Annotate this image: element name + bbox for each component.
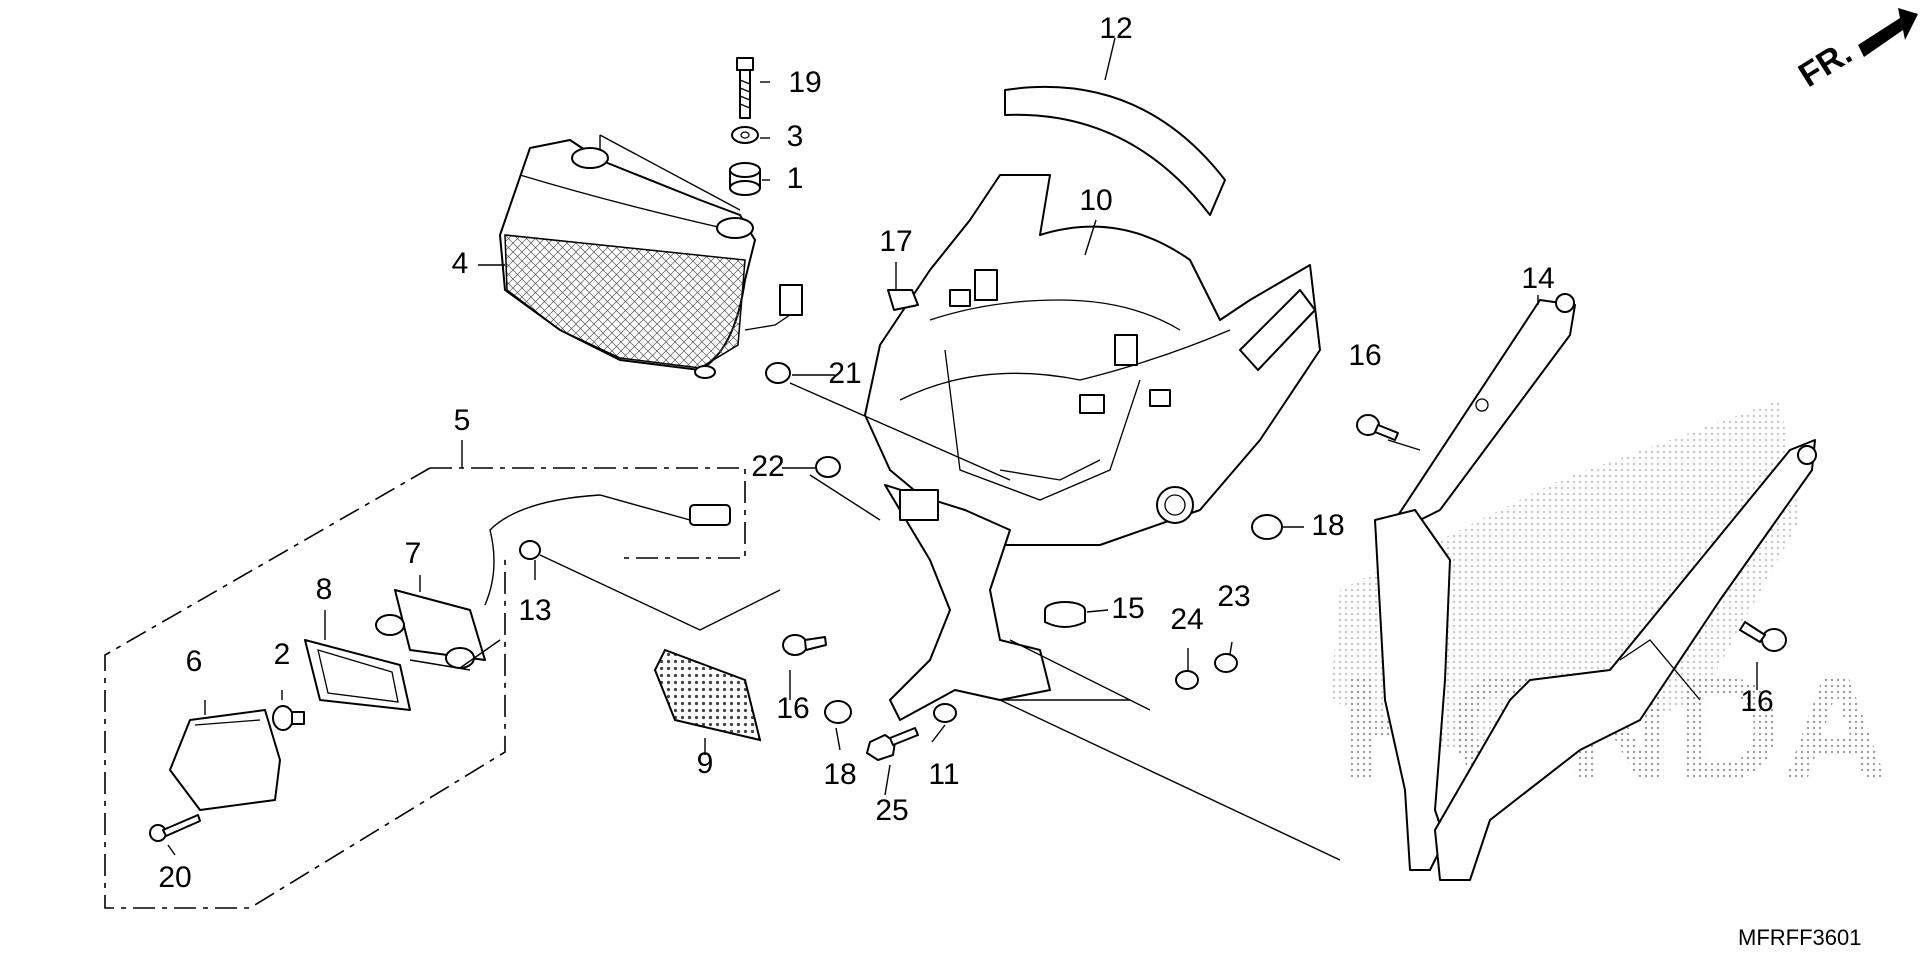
diagram-code: MFRFF3601	[1738, 925, 1861, 950]
part-18-plug-lower	[824, 700, 852, 724]
part-4-tail-light	[499, 134, 803, 379]
front-direction-indicator: FR.	[1792, 8, 1918, 95]
part-16-bolt-right	[1739, 621, 1787, 652]
callout-13: 13	[518, 594, 551, 627]
callout-6: 6	[186, 645, 203, 678]
callout-7: 7	[405, 537, 422, 570]
part-19-bolt	[736, 57, 754, 119]
callout-2: 2	[274, 638, 291, 671]
part-22-nut	[815, 456, 841, 478]
callouts: 19 3 1 4 12 10 17 21 22 18 15 23 24 14 1…	[158, 12, 1773, 894]
part-25-bolt	[866, 727, 919, 761]
callout-16a: 16	[776, 692, 809, 725]
license-light-harness	[484, 494, 731, 606]
part-1-grommet	[729, 162, 761, 196]
callout-18a: 18	[1311, 509, 1344, 542]
callout-11: 11	[928, 758, 959, 791]
part-11-washer	[933, 703, 957, 723]
part-18-plug-right	[1251, 514, 1283, 540]
callout-14: 14	[1521, 262, 1554, 295]
callout-23: 23	[1217, 580, 1250, 613]
part-8-gasket	[304, 639, 411, 711]
part-21-nut	[765, 362, 791, 384]
part-16-bolt-center	[782, 634, 827, 656]
callout-24: 24	[1170, 603, 1203, 636]
callout-3: 3	[787, 120, 804, 153]
leader-lines	[167, 37, 1758, 861]
part-2-bulb	[272, 705, 305, 731]
part-9-reflector	[653, 648, 762, 742]
callout-8: 8	[316, 573, 333, 606]
part-17-clip	[887, 289, 919, 311]
rear-panel	[1374, 439, 1817, 881]
part-20-screw	[149, 814, 201, 842]
front-direction-label: FR.	[1792, 34, 1859, 95]
callout-15: 15	[1111, 592, 1144, 625]
part-16-bolt-upper-right	[1356, 414, 1399, 441]
callout-17: 17	[879, 225, 912, 258]
callout-22: 22	[751, 450, 784, 483]
callout-4: 4	[452, 247, 469, 280]
callout-16b: 16	[1348, 339, 1381, 372]
part-15-grommet	[1044, 601, 1086, 628]
callout-9: 9	[697, 747, 714, 780]
callout-20: 20	[158, 861, 191, 894]
watermark-wing-shape	[1330, 400, 1800, 770]
callout-16c: 16	[1740, 685, 1773, 718]
callout-10: 10	[1079, 184, 1112, 217]
callout-12: 12	[1099, 12, 1132, 45]
part-13-nut	[519, 540, 541, 560]
part-7-socket	[375, 589, 486, 669]
callout-21: 21	[828, 357, 861, 390]
callout-19: 19	[788, 66, 821, 99]
part-6-lens	[169, 709, 281, 811]
part-3-washer	[731, 126, 759, 144]
callout-1: 1	[787, 162, 804, 195]
callout-5: 5	[454, 404, 471, 437]
callout-25: 25	[875, 794, 908, 827]
part-23-nut	[1214, 653, 1238, 673]
license-light-assembly-boundary	[104, 440, 746, 909]
callout-18b: 18	[823, 758, 856, 791]
part-24-washer	[1175, 670, 1199, 690]
part-12-strip	[1004, 85, 1226, 216]
part-10-rear-fender	[864, 174, 1321, 721]
arrow-icon	[1858, 8, 1918, 57]
